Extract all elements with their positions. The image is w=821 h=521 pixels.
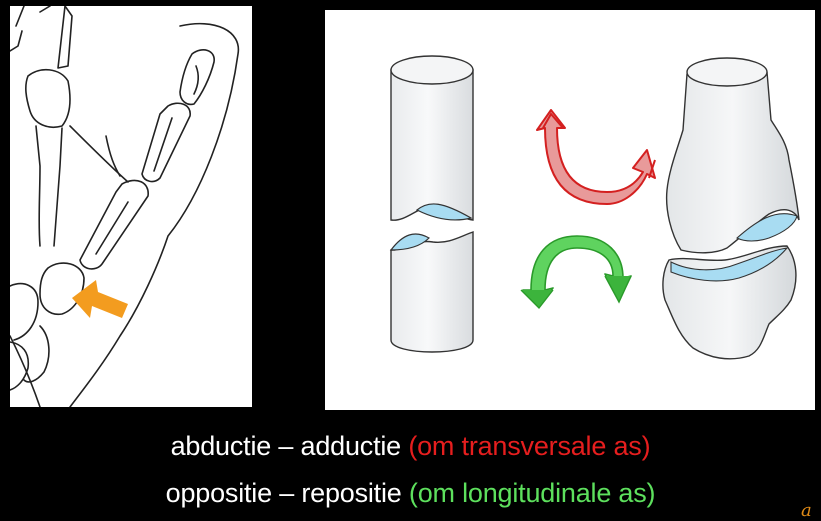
caption-line1-axis: (om transversale as) [408, 431, 651, 461]
orange-pointer-arrow-icon [72, 280, 128, 318]
caption-line2-main: oppositie – repositie [165, 478, 402, 508]
lower-bone [662, 245, 797, 360]
caption-line2-axis: (om longitudinale as) [408, 478, 656, 508]
saddle-joint-diagram [325, 10, 815, 410]
corner-watermark: a [801, 500, 812, 521]
lower-cylinder [389, 231, 474, 353]
upper-cylinder [390, 55, 474, 221]
caption-line1-main: abductie – adductie [170, 431, 402, 461]
green-curved-arrow-icon [520, 235, 632, 310]
saddle-joint-drawing [389, 55, 800, 360]
caption-abduction-adduction: abductie – adductie (om transversale as) [0, 431, 821, 462]
hand-skeleton-drawing [10, 6, 240, 407]
caption-opposition-reposition: oppositie – repositie (om longitudinale … [0, 478, 821, 509]
red-curved-arrow-icon [536, 109, 656, 205]
hand-skeleton-illustration [10, 6, 252, 407]
upper-bone [665, 57, 800, 254]
